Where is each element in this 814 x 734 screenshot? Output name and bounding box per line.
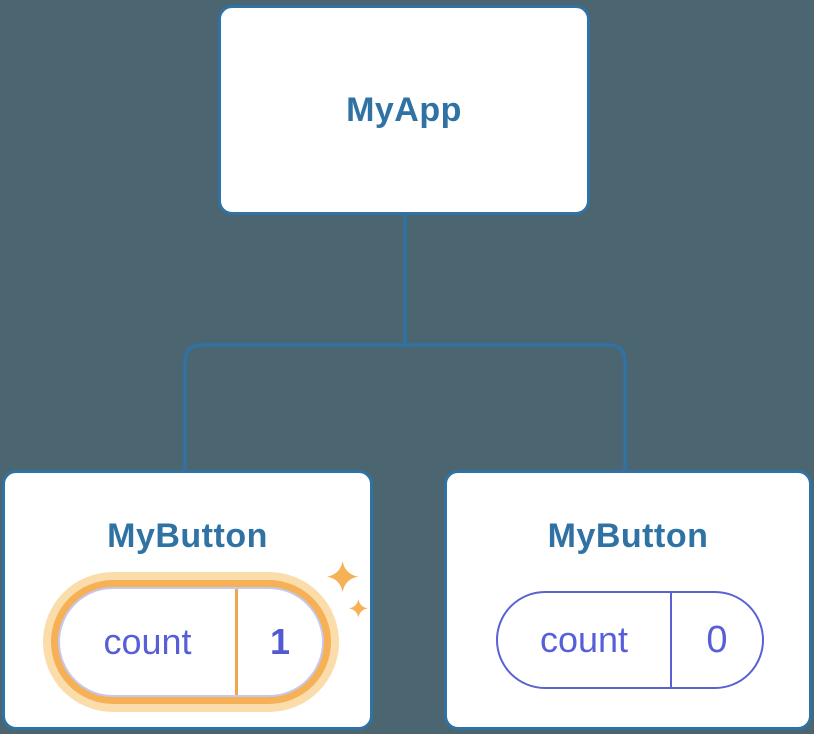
state-pill: count 0	[496, 591, 764, 689]
root-node-myapp: MyApp	[218, 5, 590, 215]
state-name-label: count	[539, 619, 629, 660]
state-name-label: count	[103, 621, 192, 662]
state-value-label: 0	[706, 618, 728, 661]
state-pill-divider	[670, 593, 672, 687]
state-pill-divider	[235, 589, 238, 695]
child-node-mybutton-2: MyButton count 0	[444, 470, 812, 730]
child-node-title: MyButton	[547, 517, 709, 555]
state-pill-highlighted: count 1	[58, 587, 324, 697]
sparkles-icon	[327, 561, 368, 618]
child-node-mybutton-1: MyButton count 1	[2, 470, 373, 730]
child-node-title: MyButton	[107, 517, 268, 555]
state-value-label: 1	[269, 621, 291, 662]
connector-branch	[183, 343, 627, 472]
root-node-title: MyApp	[346, 90, 462, 129]
